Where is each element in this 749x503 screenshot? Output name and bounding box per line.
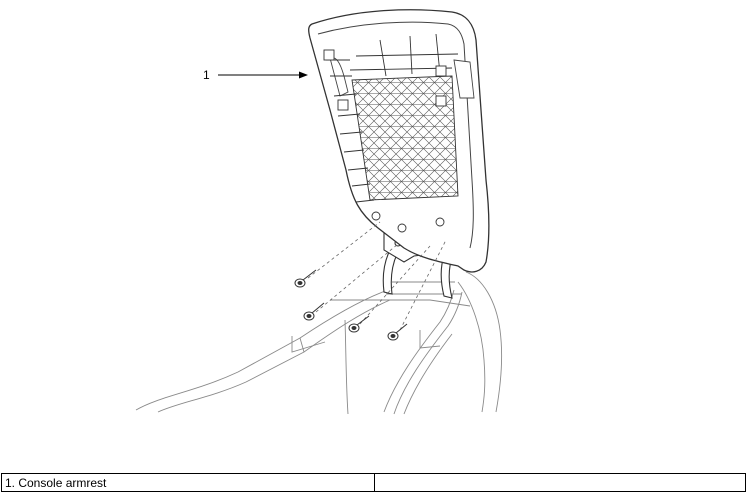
screw-4 — [387, 323, 408, 341]
callout-number: 1 — [203, 68, 210, 82]
legend-cell-left: 1. Console armrest — [1, 473, 375, 492]
inner-lattice-panel — [351, 75, 459, 201]
screw-guide-lines — [307, 221, 447, 331]
callout-1: 1 — [203, 68, 308, 82]
screw-1 — [294, 269, 317, 288]
legend-row: 1. Console armrest — [1, 473, 746, 492]
screw-2 — [303, 302, 325, 321]
legend-table: 1. Console armrest — [1, 473, 746, 492]
screw-3 — [348, 315, 370, 333]
legend-cell-right — [374, 473, 746, 492]
armrest-lid — [308, 9, 490, 273]
clip-details — [323, 49, 447, 233]
rib-lines — [326, 33, 459, 203]
armrest-exploded-diagram: 1 — [135, 9, 503, 415]
